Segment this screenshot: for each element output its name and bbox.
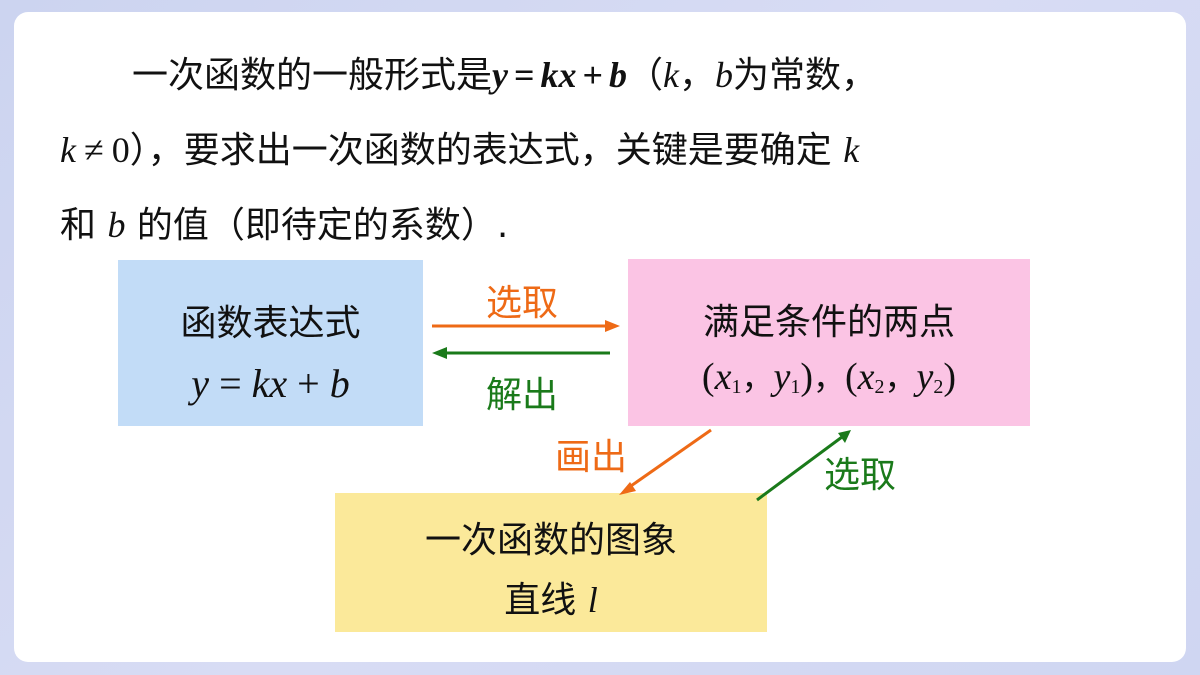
arrow-draw-down (619, 428, 712, 495)
graph-title: 一次函数的图象 (424, 520, 677, 561)
text-segment: ， (679, 55, 716, 96)
subscript-1: 1 (790, 376, 801, 398)
paren-open: ( (845, 356, 858, 398)
formula-equals: = (209, 361, 252, 406)
formula-kx: kx (251, 361, 288, 406)
subscript-2: 2 (933, 376, 944, 398)
var-k: k (663, 55, 680, 95)
line-prefix: 直线 (504, 580, 577, 621)
coord-y2: y (916, 356, 934, 398)
var-k: k (60, 130, 76, 170)
formula-plus: + (287, 361, 330, 406)
text-segment: 一次函数的一般形式是 (132, 55, 493, 96)
formula-b: b (329, 361, 350, 406)
separator: ， (812, 359, 845, 397)
graph-line-label: 直线 l (335, 571, 767, 623)
paren-close: ) (943, 356, 957, 398)
var-k: k (843, 130, 860, 170)
label-solve: 解出 (486, 375, 559, 416)
label-select-bottom: 选取 (824, 455, 897, 496)
equation-plus: + (582, 55, 604, 95)
graph-box: 一次函数的图象 直线 l (335, 493, 767, 632)
var-b: b (715, 55, 734, 95)
arrow-select-up (756, 430, 851, 502)
subscript-1: 1 (731, 376, 742, 398)
label-draw: 画出 (555, 437, 628, 478)
text-segment: ），要求出一次函数的表达式，关键是要确定 (129, 130, 832, 171)
text-segment: 的值（即待定的系数）. (136, 205, 509, 246)
expression-title: 函数表达式 (180, 303, 361, 344)
zero: 0 (111, 130, 130, 170)
equation-b: b (609, 55, 628, 95)
coord-x1: x (714, 356, 732, 398)
formula-y: y (191, 361, 210, 406)
coord-x2: x (857, 356, 875, 398)
not-equal-sign: ≠ (83, 130, 104, 170)
intro-paragraph: 一次函数的一般形式是y=kx+b（k，b为常数， k≠0），要求出一次函数的表达… (60, 38, 1160, 263)
points-coordinates: (x1，y1)，(x2，y2) (628, 355, 1030, 409)
text-segment: 为常数， (733, 55, 878, 96)
subscript-2: 2 (874, 376, 885, 398)
paren-open: ( (701, 356, 715, 398)
arrow-select-right (432, 320, 620, 332)
text-segment: （ (627, 55, 664, 96)
var-l: l (587, 580, 598, 620)
equation-kx: kx (540, 55, 577, 95)
equation-equals: = (514, 55, 535, 95)
equation-y: y (492, 55, 508, 95)
label-select-top: 选取 (486, 283, 559, 324)
arrow-solve-left (432, 347, 610, 359)
points-title: 满足条件的两点 (702, 302, 955, 343)
text-segment: 和 (60, 205, 97, 246)
coord-y1: y (773, 356, 791, 398)
comma: ， (741, 359, 774, 397)
paren-close: ) (800, 356, 813, 398)
expression-box: 函数表达式 y = kx + b (118, 260, 423, 426)
expression-formula: y = kx + b (118, 364, 423, 404)
points-box: 满足条件的两点 (x1，y1)，(x2，y2) (628, 259, 1030, 426)
comma: ， (884, 359, 917, 397)
var-b: b (107, 205, 126, 245)
